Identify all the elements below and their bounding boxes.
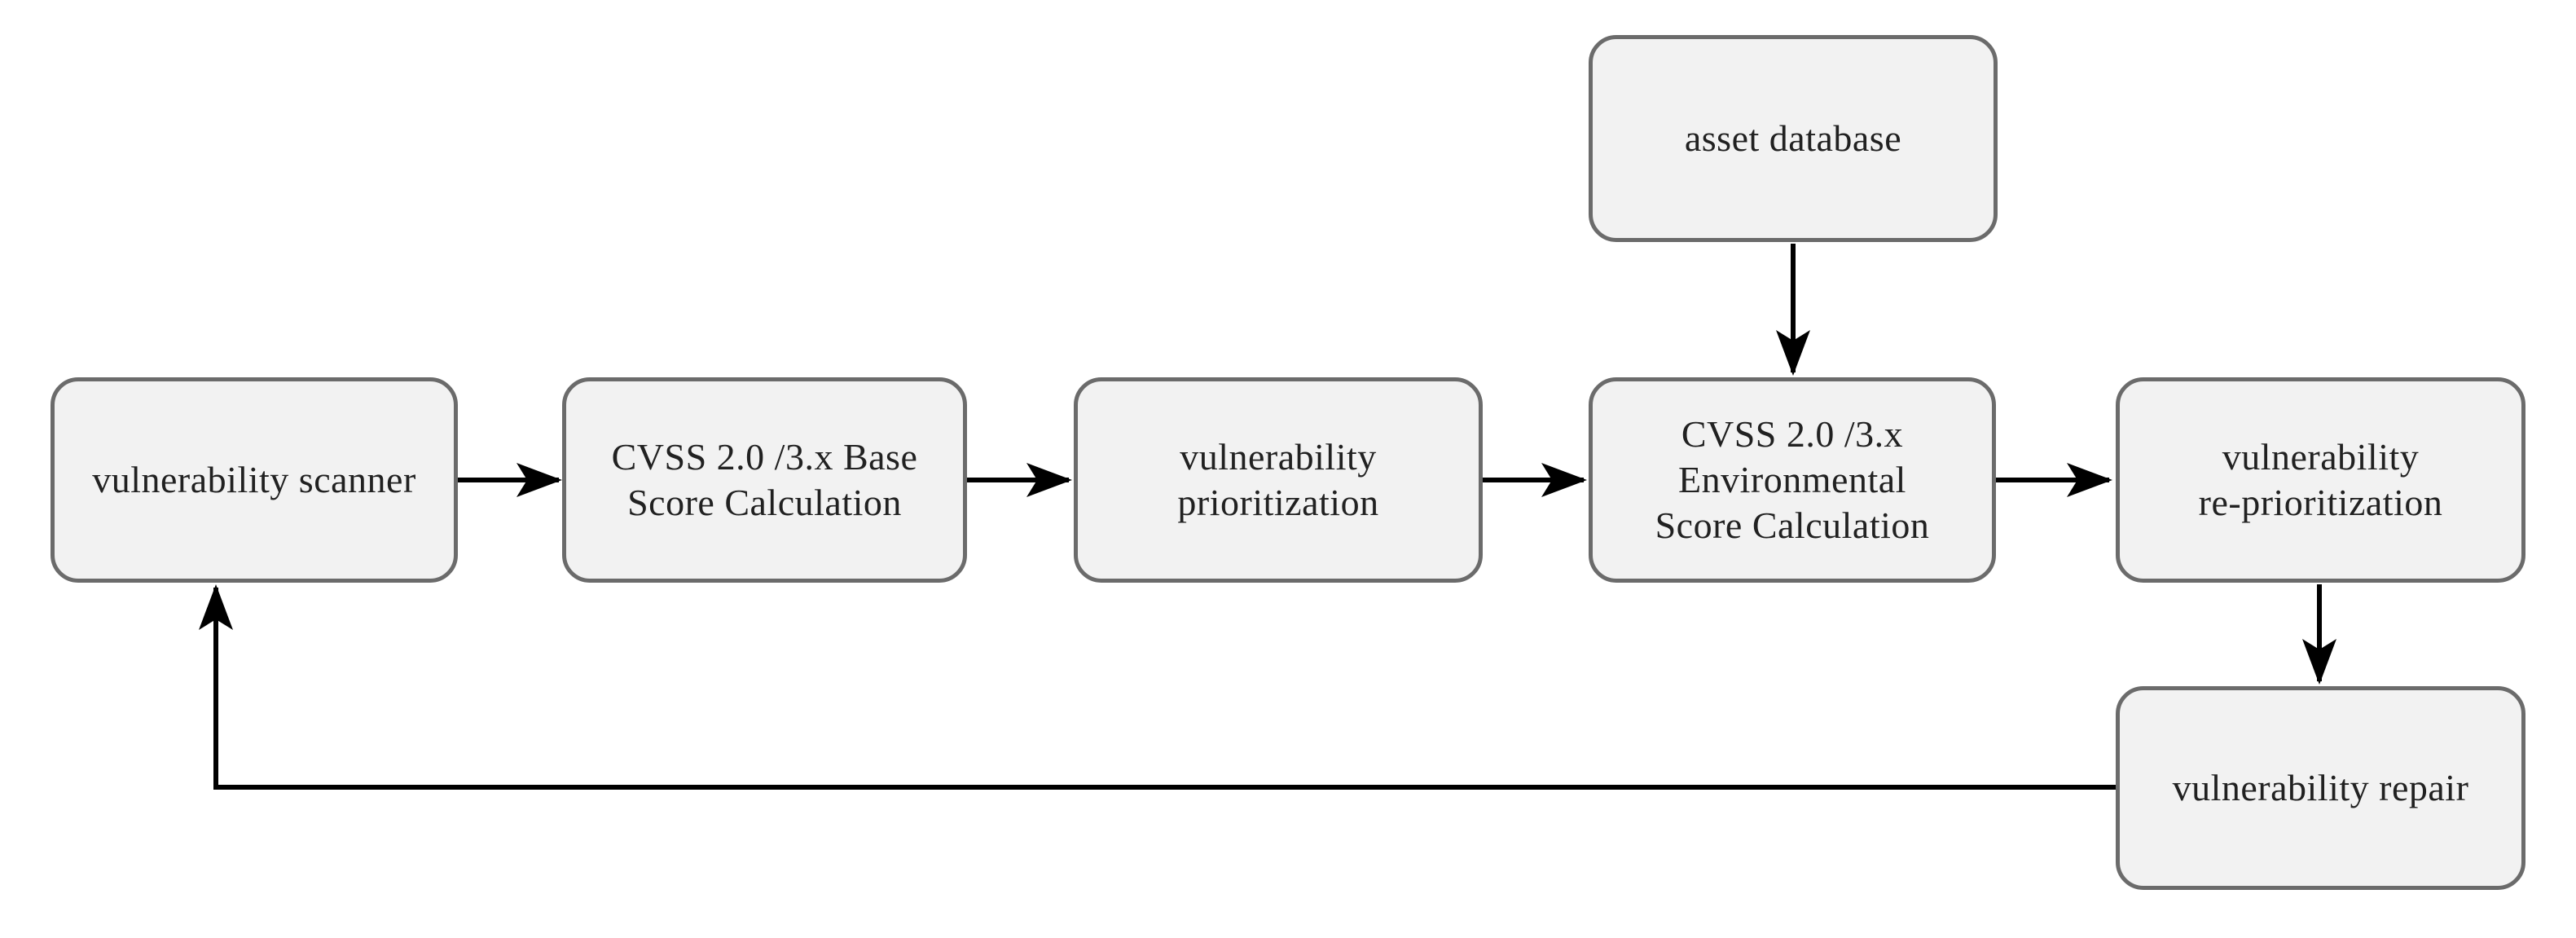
node-label: vulnerability prioritization	[1177, 435, 1379, 523]
node-label: vulnerability repair	[2172, 766, 2469, 808]
node-label: asset database	[1684, 117, 1902, 159]
node-cvss-environmental-score-calculation: CVSS 2.0 /3.x Environmental Score Calcul…	[1589, 377, 1996, 583]
node-label: vulnerability scanner	[92, 458, 416, 500]
node-vulnerability-repair: vulnerability repair	[2116, 686, 2525, 890]
arrow-repair-to-scanner	[199, 584, 2116, 790]
node-vulnerability-prioritization: vulnerability prioritization	[1074, 377, 1483, 583]
node-label: CVSS 2.0 /3.x Base Score Calculation	[611, 435, 918, 523]
node-vulnerability-re-prioritization: vulnerability re-prioritization	[2116, 377, 2525, 583]
node-vulnerability-scanner: vulnerability scanner	[51, 377, 458, 583]
node-label: CVSS 2.0 /3.x Environmental Score Calcul…	[1655, 412, 1930, 547]
node-asset-database: asset database	[1589, 35, 1998, 242]
node-cvss-base-score-calculation: CVSS 2.0 /3.x Base Score Calculation	[562, 377, 967, 583]
node-label: vulnerability re-prioritization	[2198, 435, 2443, 523]
